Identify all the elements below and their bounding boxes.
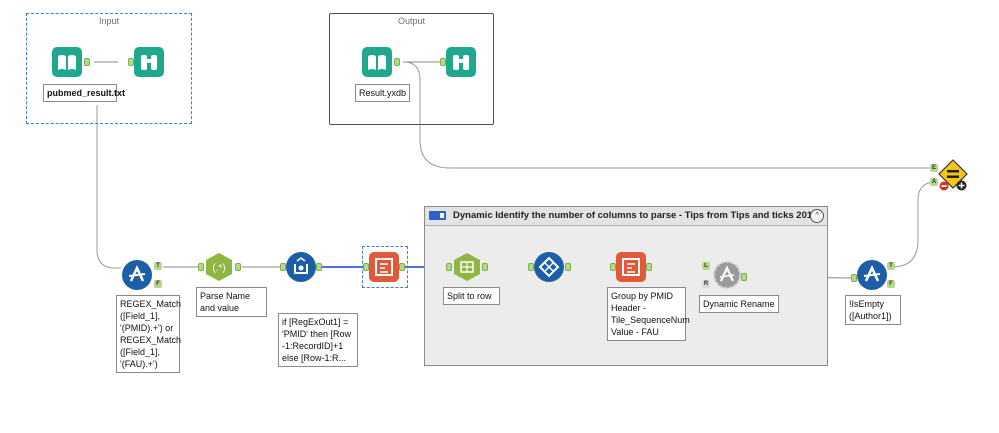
browse-tool-1[interactable] [134,47,164,77]
transpose-tool[interactable] [369,252,399,282]
browse1-input-anchor[interactable] [128,58,134,66]
text-to-columns-tool[interactable] [452,252,482,282]
tile-input-anchor[interactable] [528,263,534,271]
dynrename-right-anchor[interactable]: R [702,280,710,288]
binoculars-icon [141,55,157,70]
dynamic-container[interactable]: Dynamic Identify the number of columns t… [424,206,828,366]
crosstab-input-anchor[interactable] [610,263,616,271]
multirow-input-anchor[interactable] [280,263,286,271]
binoculars-icon [453,55,469,70]
filter1-false-anchor[interactable]: F [154,280,162,288]
transpose-output-anchor[interactable] [399,263,405,271]
split-input-anchor[interactable] [446,263,452,271]
filter2-true-anchor[interactable]: T [887,262,895,270]
multi-row-formula-tool[interactable] [286,252,316,282]
filter-icon [128,265,146,282]
output-output-anchor[interactable] [394,58,400,66]
test-a-anchor[interactable]: A [930,178,938,186]
tile-tool[interactable] [534,252,564,282]
regex-label: Parse Name and value [196,287,267,317]
multirow-output-anchor[interactable] [316,263,322,271]
browse-tool-2[interactable] [446,47,476,77]
filter2-expression-label: !IsEmpty ([Author1]) [845,295,901,325]
cross-tab-tool[interactable] [616,252,646,282]
crosstab-output-anchor[interactable] [646,263,652,271]
book-icon [58,55,76,70]
book-icon [368,55,386,70]
input-file-label: pubmed_result.txt [43,84,125,102]
filter-tool-2[interactable] [857,260,887,290]
test-e-anchor[interactable]: E [930,164,938,172]
output-container[interactable]: Output [329,13,494,125]
input-container[interactable]: Input [26,13,192,124]
dynamic-container-header[interactable]: Dynamic Identify the number of columns t… [425,207,827,226]
multirow-expression-label: if [RegExOut1] = 'PMID' then [Row -1:Rec… [278,313,358,367]
filter1-true-anchor[interactable]: T [154,262,162,270]
output-data-tool[interactable] [362,47,392,77]
input-data-tool[interactable] [52,47,82,77]
tile-output-anchor[interactable] [565,263,571,271]
regex-input-anchor[interactable] [198,263,204,271]
filter-tool-1[interactable] [122,260,152,290]
regex-tool[interactable]: (.*) [204,252,234,282]
container-icon [429,211,446,220]
regex-icon: (.*) [206,253,232,281]
regex-output-anchor[interactable] [235,263,241,271]
split-label: Split to row [443,287,500,305]
text-to-columns-icon [454,253,480,281]
error-indicator-icon [939,181,949,191]
filter2-input-anchor[interactable] [851,274,857,282]
svg-text:(.*): (.*) [212,263,225,274]
dynrename-output-anchor[interactable] [741,273,747,281]
filter-icon [863,265,881,282]
collapse-icon[interactable]: ^ [810,209,824,223]
cross-tab-icon [622,258,640,276]
dynamic-container-title: Dynamic Identify the number of columns t… [453,210,818,221]
dynamic-rename-tool[interactable] [712,260,742,290]
browse2-input-anchor[interactable] [440,58,446,66]
tile-icon [538,256,560,278]
output-container-title: Output [397,16,426,26]
transpose-icon [375,258,393,276]
add-connection-icon[interactable] [956,180,967,191]
dynrename-label: Dynamic Rename [699,295,779,313]
filter1-expression-label: REGEX_Match ([Field_1], '(PMID).+') or R… [116,295,181,373]
dynrename-left-anchor[interactable]: L [702,262,710,270]
filter2-false-anchor[interactable]: F [887,280,895,288]
crosstab-label: Group by PMID Header - Tile_SequenceNum … [607,287,690,341]
input-container-title: Input [98,16,120,26]
transpose-input-anchor[interactable] [363,263,369,271]
input-output-anchor[interactable] [84,58,90,66]
multi-row-formula-icon [294,257,308,274]
dynamic-rename-icon [713,261,741,289]
selected-tool-outline [362,246,408,288]
split-output-anchor[interactable] [482,263,488,271]
output-file-label: Result.yxdb [355,84,410,102]
